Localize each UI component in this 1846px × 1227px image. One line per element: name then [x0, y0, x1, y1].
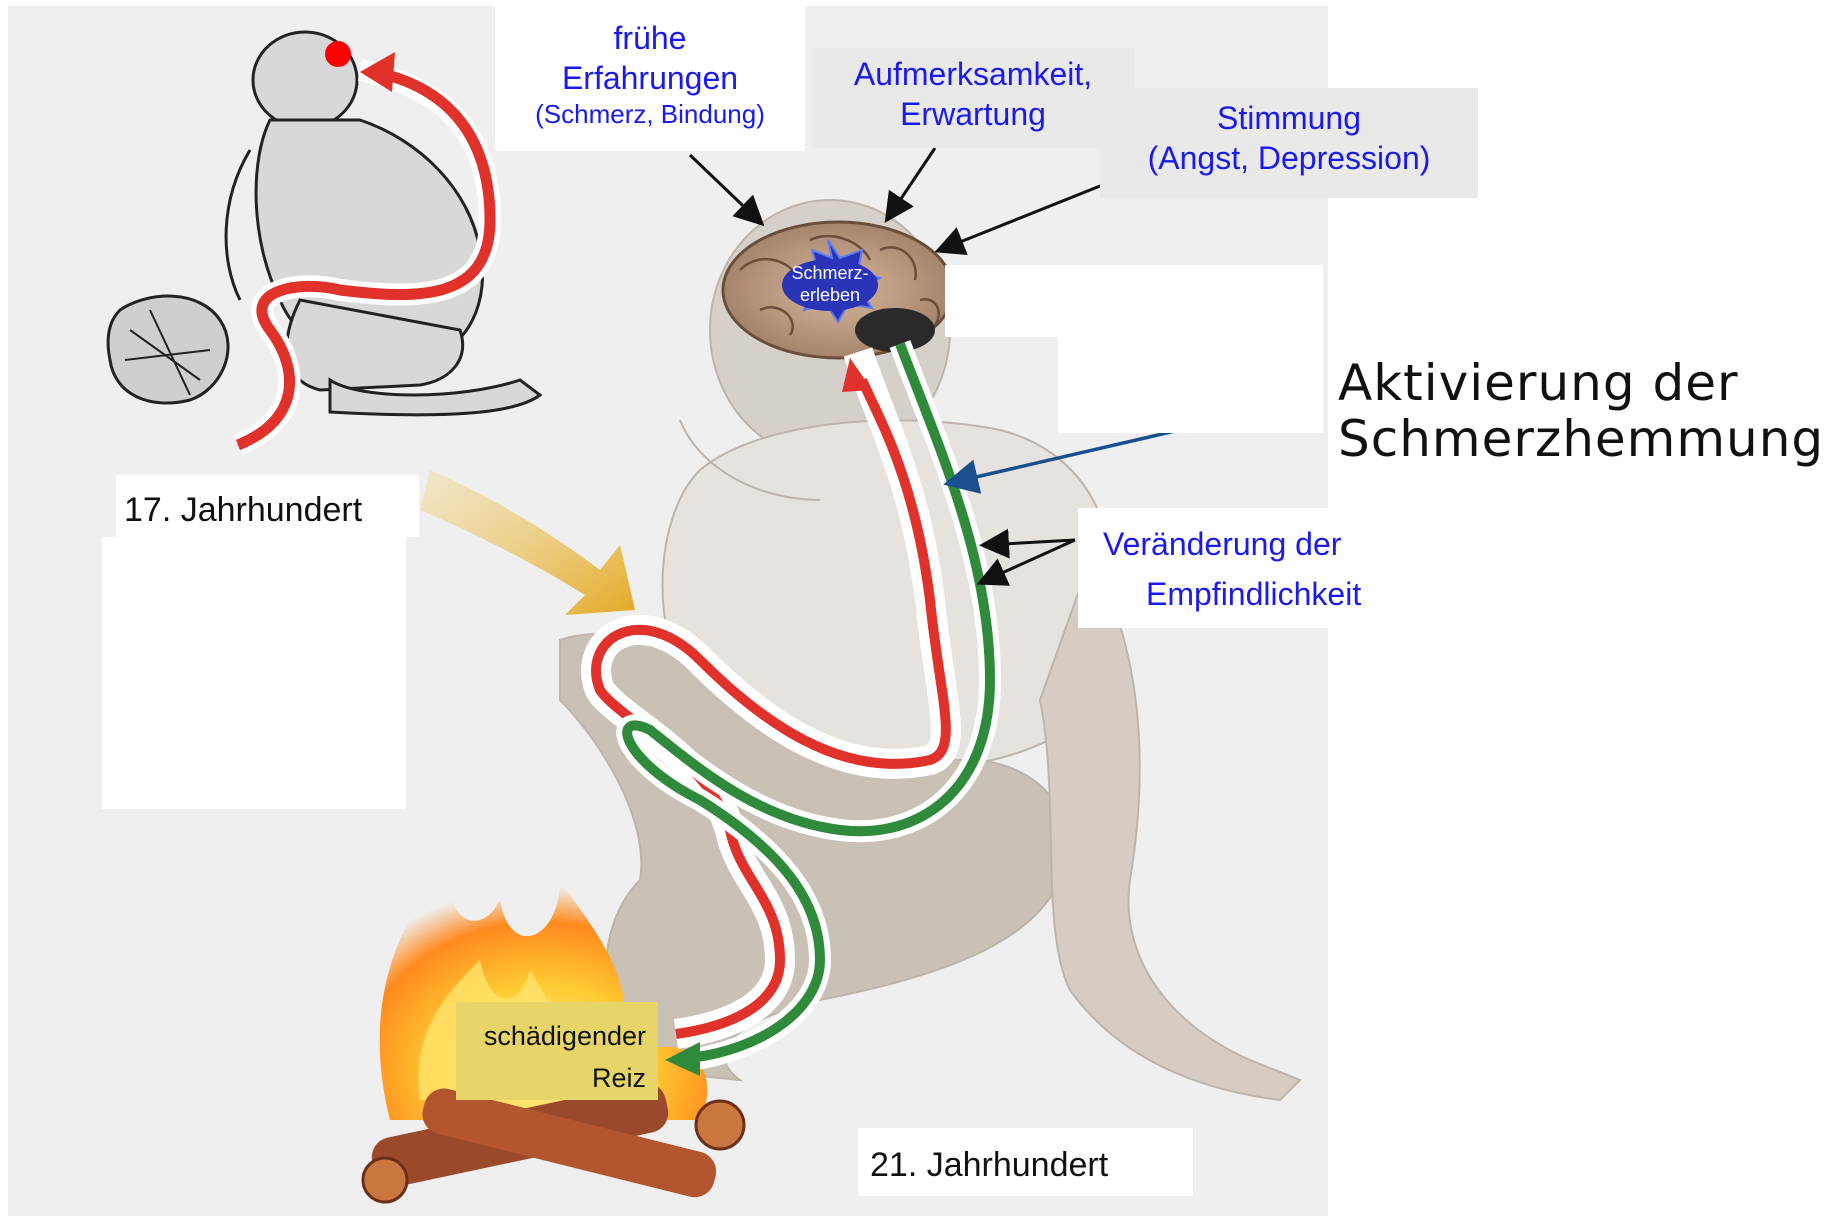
- stimulus-line1: schädigender: [456, 1016, 646, 1058]
- attention-line1: Aufmerksamkeit,: [812, 54, 1134, 94]
- brain-label-top: Schmerz-: [791, 263, 868, 283]
- label-attention-expectation: Aufmerksamkeit, Erwartung: [812, 48, 1134, 148]
- label-mood: Stimmung (Angst, Depression): [1100, 88, 1478, 198]
- label-21st-century: 21. Jahrhundert: [858, 1128, 1193, 1196]
- pain-center-dot: [325, 41, 351, 67]
- label-pain-inhibition: Aktivierung der Schmerzhemmung: [1338, 355, 1838, 467]
- label-early-experiences: frühe Erfahrungen (Schmerz, Bindung): [495, 6, 805, 151]
- blank-box-3: [102, 537, 406, 809]
- blank-box-1: [945, 265, 1323, 337]
- blank-box-2: [1058, 333, 1323, 433]
- mood-line2: (Angst, Depression): [1100, 138, 1478, 178]
- inhibition-line2: Schmerzhemmung: [1338, 411, 1838, 467]
- label-17th-century: 17. Jahrhundert: [116, 475, 419, 537]
- inhibition-line1: Aktivierung der: [1338, 355, 1838, 411]
- brain-label-bottom: erleben: [800, 285, 860, 305]
- attention-line2: Erwartung: [812, 94, 1134, 134]
- sensitivity-line1: Veränderung der: [1078, 520, 1396, 570]
- early-line1: frühe: [495, 18, 805, 58]
- early-line3: (Schmerz, Bindung): [495, 98, 805, 131]
- sensitivity-line2: Empfindlichkeit: [1078, 570, 1396, 620]
- early-line2: Erfahrungen: [495, 58, 805, 98]
- label-harmful-stimulus: schädigender Reiz: [456, 1002, 658, 1100]
- stimulus-line2: Reiz: [456, 1058, 646, 1100]
- label-sensitivity-change: Veränderung der Empfindlichkeit: [1078, 508, 1396, 628]
- mood-line1: Stimmung: [1100, 98, 1478, 138]
